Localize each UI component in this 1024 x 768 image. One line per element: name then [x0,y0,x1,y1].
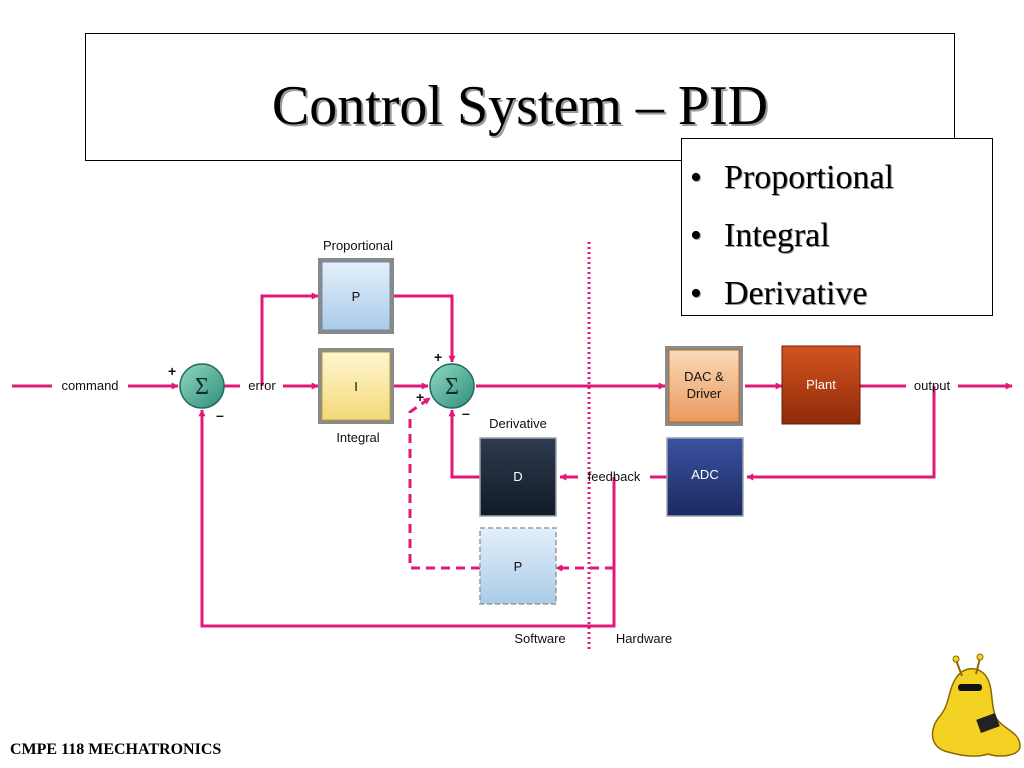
footer-course-name: CMPE 118 MECHATRONICS [10,741,222,758]
p-feedback-block-label: P [514,559,523,574]
slug-mascot-logo [931,653,1021,757]
integral-label: Integral [336,430,379,445]
slide-title: Control System – PID [271,75,769,137]
summing-junction-pid: Σ [429,363,475,409]
integral-block: I [318,348,394,424]
bullet-text: Proportional [724,159,894,196]
proportional-block: P [318,258,394,334]
plus-sign: + [416,389,424,405]
sum-symbol: Σ [195,374,209,400]
plus-sign: + [434,349,442,365]
output-label: output [914,378,951,393]
feedback-label: feedback [588,469,641,484]
software-label: Software [514,631,565,646]
bullet-list: •Proportional •Integral •Derivative [681,138,993,316]
adc-block: ADC [666,437,744,517]
dac-driver-block: DAC & Driver [665,346,743,426]
adc-label: ADC [691,467,718,482]
plus-sign: + [168,363,176,379]
proportional-label: Proportional [323,238,393,253]
dac-label-line2: Driver [687,386,722,401]
bullet-item: •Derivative [690,275,868,312]
bullet-text: Derivative [724,275,868,312]
sum-symbol: Σ [445,374,459,400]
summing-junction-error: Σ [179,363,225,409]
derivative-label: Derivative [489,416,547,431]
error-label: error [248,378,276,393]
minus-sign: – [462,405,470,421]
proportional-feedback-block: P [479,527,557,605]
title-box: Control System – PID [85,33,955,161]
d-block-label: D [513,469,522,484]
i-block-label: I [354,379,358,394]
bullet-item: •Proportional [690,159,894,196]
bullet-item: •Integral [690,217,830,254]
minus-sign: – [216,407,224,423]
command-label: command [61,378,118,393]
plant-block: Plant [781,345,861,425]
dac-label-line1: DAC & [684,369,724,384]
dashed-feedback-wires [408,396,614,572]
bullet-text: Integral [724,217,830,254]
signal-wires [12,292,1013,628]
plant-label: Plant [806,377,836,392]
hardware-label: Hardware [616,631,672,646]
p-block-label: P [352,289,361,304]
derivative-block: D [479,437,557,517]
